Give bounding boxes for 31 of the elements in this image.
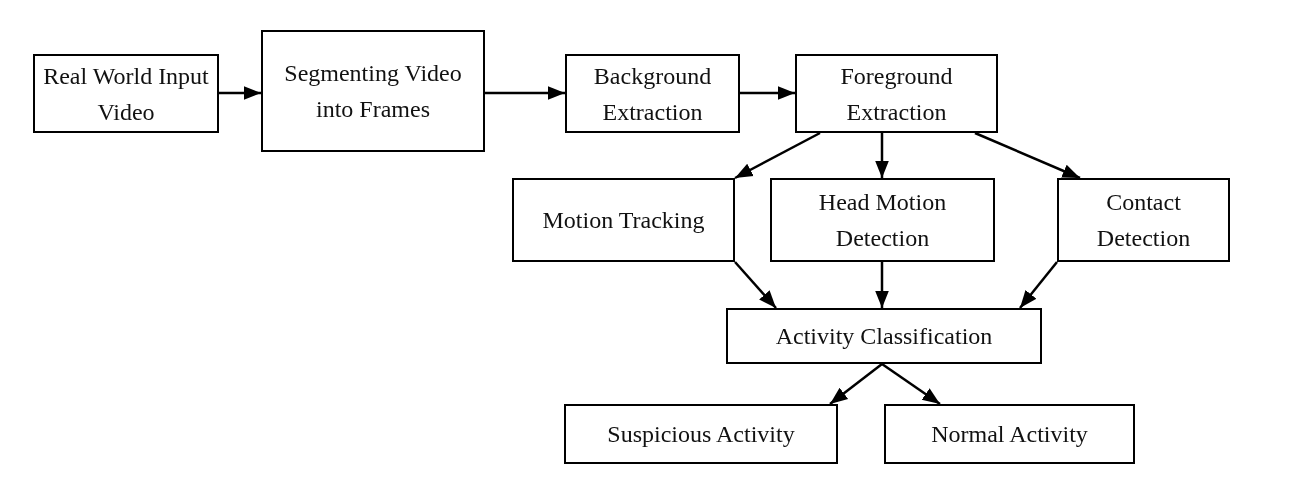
arrow xyxy=(875,262,889,308)
box-label: Normal Activity xyxy=(931,420,1088,449)
arrow xyxy=(829,363,883,405)
process-box xyxy=(33,54,219,133)
arrow xyxy=(740,86,795,100)
process-box xyxy=(564,404,838,464)
arrow xyxy=(974,131,1081,180)
box-label: Head Motion Detection xyxy=(817,188,948,253)
box-label: Suspicious Activity xyxy=(607,420,795,449)
box-label: Segmenting Video into Frames xyxy=(283,59,463,124)
box-label: Motion Tracking xyxy=(542,206,705,235)
box-label: Contact Detection xyxy=(1095,188,1192,253)
process-box xyxy=(1057,178,1230,262)
box-label: Real World Input Video xyxy=(42,61,210,127)
box-label: Foreground Extraction xyxy=(839,61,954,127)
process-box xyxy=(512,178,735,262)
arrow xyxy=(875,133,889,178)
process-box xyxy=(770,178,995,262)
arrow xyxy=(485,86,565,100)
arrow xyxy=(734,131,821,180)
process-box xyxy=(565,54,740,133)
box-label: Background Extraction xyxy=(592,61,713,127)
box-label: Activity Classification xyxy=(775,322,993,351)
arrow xyxy=(734,261,777,309)
process-box xyxy=(261,30,485,152)
arrow xyxy=(1019,261,1058,309)
arrow xyxy=(881,362,941,406)
process-box xyxy=(884,404,1135,464)
process-box xyxy=(795,54,998,133)
process-box xyxy=(726,308,1042,364)
arrow xyxy=(219,86,261,100)
